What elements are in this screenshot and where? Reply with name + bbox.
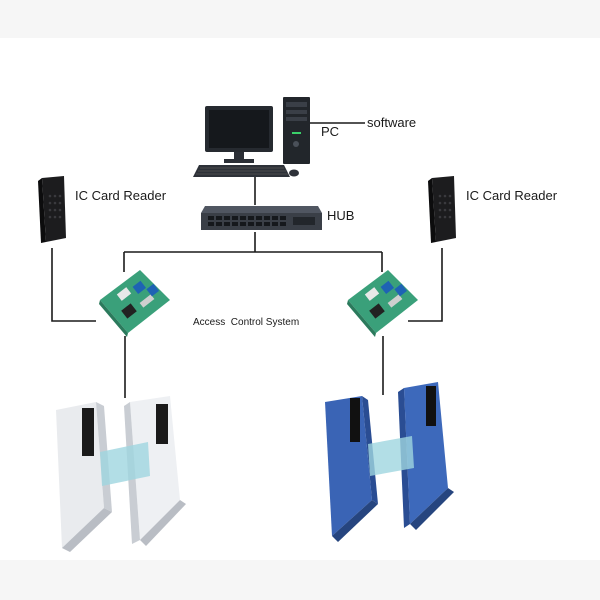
network-hub-icon <box>201 206 322 230</box>
right-reader-line <box>408 248 443 322</box>
pc-label: PC <box>321 124 340 139</box>
connection-lines <box>51 122 443 398</box>
bottom-band <box>0 560 600 600</box>
hub-label: HUB <box>327 208 355 223</box>
card-reader-right-label: IC Card Reader <box>466 188 558 203</box>
software-label: software <box>367 115 417 130</box>
left-reader-line <box>51 248 96 322</box>
card-reader-icon <box>428 176 456 243</box>
controller-board-icon <box>347 270 418 337</box>
card-reader-left-label: IC Card Reader <box>75 188 167 203</box>
card-reader-icon <box>38 176 66 243</box>
desktop-pc-icon <box>193 97 310 177</box>
turnstile-icon <box>56 396 186 552</box>
top-band <box>0 0 600 38</box>
turnstile-icon <box>325 382 454 542</box>
controller-board-icon <box>99 270 170 337</box>
access-control-label: Access Control System <box>193 317 300 328</box>
